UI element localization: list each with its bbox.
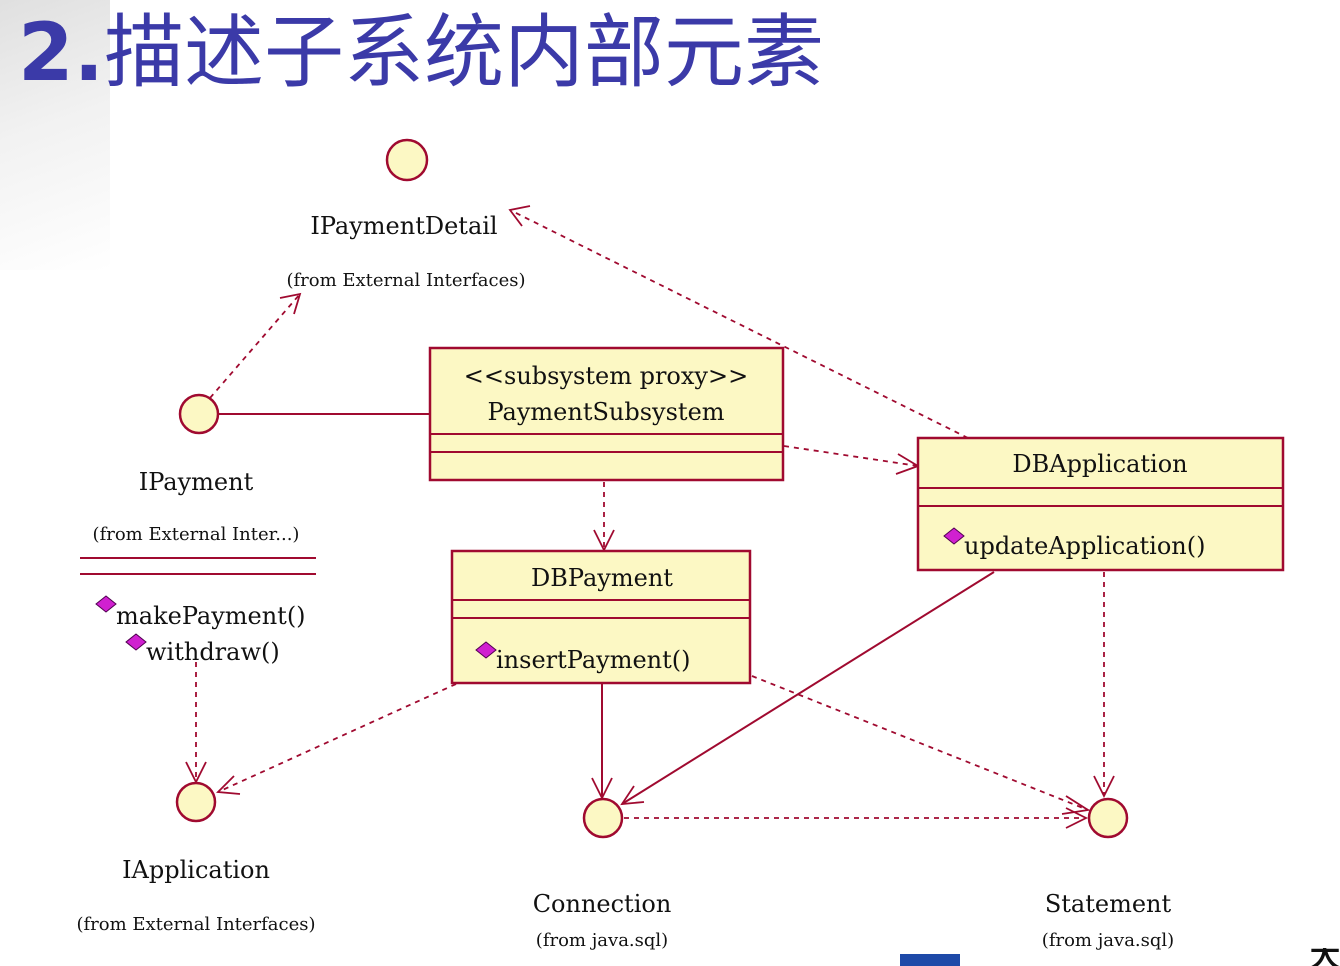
ipayment-operation: withdraw(): [125, 633, 280, 666]
interface-ipayment[interactable]: IPayment (from External Inter...) makePa…: [80, 393, 316, 666]
decorative-background: [0, 0, 110, 270]
ipaymentdetail-icon: [385, 138, 429, 182]
paymentsubsystem-name: PaymentSubsystem: [487, 398, 724, 426]
iapplication-from: (from External Interfaces): [76, 914, 315, 935]
slide-title: 2.描述子系统内部元素: [18, 0, 824, 105]
ipaymentdetail-name: IPaymentDetail: [310, 212, 497, 240]
ipaymentdetail-from: (from External Interfaces): [286, 270, 525, 291]
dependency-dbapplication-statement: [1093, 572, 1115, 799]
iapplication-name: IApplication: [122, 856, 270, 884]
operation-icon: [95, 595, 117, 613]
association-dbapplication-connection: [620, 571, 995, 806]
dependency-dbpayment-iapplication: [216, 683, 457, 795]
operation-icon: [125, 633, 147, 651]
dbapplication-box: [916, 436, 1285, 572]
connection-from: (from java.sql): [536, 930, 668, 951]
interface-connection[interactable]: Connection (from java.sql): [533, 797, 672, 951]
ipayment-from: (from External Inter...): [93, 524, 300, 545]
class-paymentsubsystem[interactable]: <<subsystem proxy>> PaymentSubsystem: [428, 346, 785, 482]
paymentsubsystem-box: [428, 346, 785, 482]
statement-from: (from java.sql): [1042, 930, 1174, 951]
interface-iapplication[interactable]: IApplication (from External Interfaces): [76, 781, 316, 935]
title-number: 2.: [18, 6, 105, 99]
association-dbpayment-connection: [591, 684, 613, 801]
statement-icon: [1087, 797, 1129, 839]
dependency-ipayment-ipaymentdetail: [209, 292, 302, 399]
ipayment-icon: [178, 393, 220, 435]
iapplication-icon: [175, 781, 217, 823]
class-dbpayment[interactable]: DBPayment insertPayment(): [450, 549, 752, 685]
footer-logo: 大: [1310, 948, 1340, 966]
title-text: 描述子系统内部元素: [104, 6, 825, 99]
dependency-dbapplication-ipaymentdetail: [508, 205, 969, 439]
ipayment-operation: makePayment(): [95, 595, 306, 630]
class-dbapplication[interactable]: DBApplication updateApplication(): [916, 436, 1285, 572]
connection-name: Connection: [533, 890, 672, 918]
dependency-ipayment-iapplication: [185, 662, 207, 785]
dbapplication-name: DBApplication: [1012, 450, 1187, 478]
dbapplication-operation-label: updateApplication(): [964, 532, 1205, 560]
footer-logo-bar: [900, 954, 960, 966]
operation-icon: [943, 527, 965, 545]
statement-name: Statement: [1045, 890, 1172, 918]
ipayment-operation-label: withdraw(): [146, 638, 280, 666]
dependency-connection-statement: [624, 807, 1089, 829]
operation-icon: [475, 641, 497, 659]
paymentsubsystem-stereotype: <<subsystem proxy>>: [464, 362, 748, 390]
ipayment-name: IPayment: [139, 468, 254, 496]
ipayment-operation-label: makePayment(): [116, 602, 306, 630]
dependency-paymentsubsystem-dbapplication: [783, 445, 921, 475]
dependency-paymentsubsystem-dbpayment: [593, 482, 615, 553]
interface-ipaymentdetail[interactable]: IPaymentDetail (from External Interfaces…: [286, 138, 526, 291]
connection-icon: [582, 797, 624, 839]
dependency-dbpayment-statement: [751, 675, 1091, 815]
dbpayment-name: DBPayment: [531, 564, 673, 592]
interface-statement[interactable]: Statement (from java.sql): [1042, 797, 1174, 951]
dbpayment-operation-label: insertPayment(): [496, 646, 691, 674]
